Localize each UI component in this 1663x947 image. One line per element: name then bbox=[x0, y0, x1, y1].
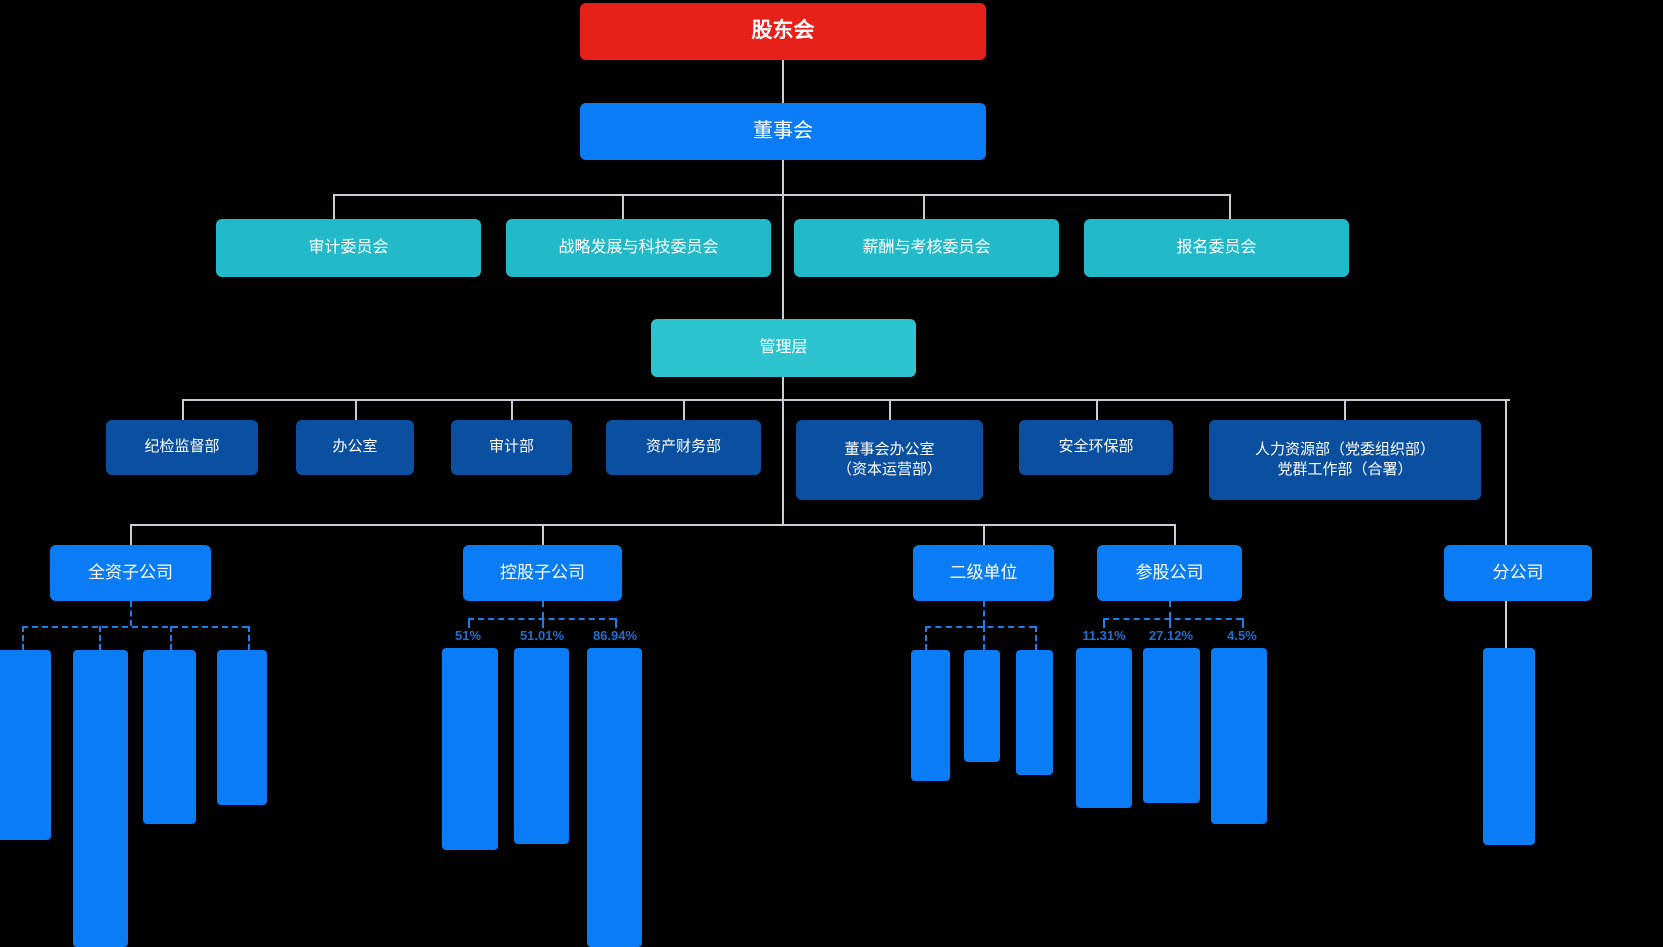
connector-department-4 bbox=[683, 399, 685, 421]
connector-root-to-board bbox=[782, 60, 784, 105]
dashed-connector-participation-down bbox=[1169, 601, 1171, 618]
connector-category-bus bbox=[130, 524, 1175, 526]
dashed-connector-second-level-bus bbox=[925, 626, 1035, 628]
connector-department-7 bbox=[1344, 399, 1346, 421]
dashed-connector-participation-3 bbox=[1242, 618, 1244, 628]
dashed-connector-holding-bus bbox=[468, 618, 615, 620]
connector-department-1 bbox=[182, 399, 184, 421]
dashed-connector-second-level-1 bbox=[925, 626, 927, 650]
node-department-audit[interactable]: 审计部 bbox=[451, 420, 572, 475]
leaf-wholly-owned-3[interactable] bbox=[143, 650, 196, 824]
leaf-participation-2[interactable] bbox=[1143, 648, 1200, 803]
node-category-holding-subsidiary[interactable]: 控股子公司 bbox=[463, 545, 622, 601]
connector-branch-bus bbox=[1283, 399, 1507, 401]
node-committee-strategy-technology[interactable]: 战略发展与科技委员会 bbox=[506, 219, 771, 277]
leaf-participation-1[interactable] bbox=[1076, 648, 1132, 808]
dashed-connector-wholly-owned-1 bbox=[22, 626, 24, 650]
connector-department-2 bbox=[355, 399, 357, 421]
dashed-connector-second-level-3 bbox=[1035, 626, 1037, 650]
leaf-holding-2[interactable] bbox=[514, 648, 569, 844]
dashed-connector-holding-1 bbox=[468, 618, 470, 628]
connector-department-bus bbox=[182, 399, 1510, 401]
dashed-connector-holding-3 bbox=[615, 618, 617, 628]
node-department-office[interactable]: 办公室 bbox=[296, 420, 414, 475]
connector-board-spine bbox=[782, 160, 784, 320]
leaf-wholly-owned-1[interactable] bbox=[0, 650, 51, 840]
connector-category-2 bbox=[542, 524, 544, 546]
node-department-discipline-inspection[interactable]: 纪检监督部 bbox=[106, 420, 258, 475]
connector-branch-down bbox=[1505, 399, 1507, 546]
connector-committee-2 bbox=[622, 194, 624, 220]
node-category-equity-participation-company[interactable]: 参股公司 bbox=[1097, 545, 1242, 601]
ownership-label-participation-1: 11.31% bbox=[1082, 628, 1126, 643]
node-category-second-level-unit[interactable]: 二级单位 bbox=[913, 545, 1054, 601]
leaf-holding-3[interactable] bbox=[587, 648, 642, 947]
connector-committee-4 bbox=[1229, 194, 1231, 220]
node-category-branch-company[interactable]: 分公司 bbox=[1444, 545, 1592, 601]
connector-management-spine bbox=[782, 377, 784, 525]
dashed-connector-wholly-owned-3 bbox=[170, 626, 172, 650]
dashed-connector-wholly-owned-down bbox=[130, 601, 132, 626]
leaf-participation-3[interactable] bbox=[1211, 648, 1267, 824]
node-shareholders-meeting[interactable]: 股东会 bbox=[580, 3, 986, 60]
node-department-safety-environment[interactable]: 安全环保部 bbox=[1019, 420, 1173, 475]
connector-department-3 bbox=[511, 399, 513, 421]
dashed-connector-participation-2 bbox=[1169, 618, 1171, 628]
connector-committee-bus bbox=[333, 194, 1230, 196]
ownership-label-holding-3: 86.94% bbox=[592, 628, 638, 643]
leaf-branch-1[interactable] bbox=[1483, 648, 1535, 845]
connector-department-5 bbox=[889, 399, 891, 421]
dashed-connector-participation-bus bbox=[1103, 618, 1242, 620]
node-management[interactable]: 管理层 bbox=[651, 319, 916, 377]
dashed-connector-second-level-2 bbox=[983, 626, 985, 650]
node-department-human-resources-party[interactable]: 人力资源部（党委组织部） 党群工作部（合署） bbox=[1209, 420, 1481, 500]
leaf-second-level-2[interactable] bbox=[964, 650, 1000, 762]
dashed-connector-participation-1 bbox=[1103, 618, 1105, 628]
ownership-label-holding-2: 51.01% bbox=[519, 628, 565, 643]
node-committee-compensation-assessment[interactable]: 薪酬与考核委员会 bbox=[794, 219, 1059, 277]
dashed-connector-holding-down bbox=[542, 601, 544, 618]
node-committee-audit[interactable]: 审计委员会 bbox=[216, 219, 481, 277]
connector-category-3 bbox=[983, 524, 985, 546]
leaf-holding-1[interactable] bbox=[442, 648, 498, 850]
ownership-label-participation-2: 27.12% bbox=[1148, 628, 1194, 643]
leaf-second-level-3[interactable] bbox=[1016, 650, 1053, 775]
ownership-label-holding-1: 51% bbox=[454, 628, 482, 643]
dashed-connector-wholly-owned-2 bbox=[99, 626, 101, 650]
connector-category-1 bbox=[130, 524, 132, 546]
connector-category-4 bbox=[1174, 524, 1176, 546]
dashed-connector-wholly-owned-4 bbox=[248, 626, 250, 650]
node-category-wholly-owned-subsidiary[interactable]: 全资子公司 bbox=[50, 545, 211, 601]
node-department-asset-finance[interactable]: 资产财务部 bbox=[606, 420, 761, 475]
connector-committee-1 bbox=[333, 194, 335, 220]
node-board-of-directors[interactable]: 董事会 bbox=[580, 103, 986, 160]
connector-department-6 bbox=[1096, 399, 1098, 421]
leaf-second-level-1[interactable] bbox=[911, 650, 950, 781]
node-committee-nomination[interactable]: 报名委员会 bbox=[1084, 219, 1349, 277]
connector-branch-leaf bbox=[1505, 601, 1507, 648]
leaf-wholly-owned-2[interactable] bbox=[73, 650, 128, 947]
dashed-connector-second-level-down bbox=[983, 601, 985, 626]
node-department-board-office-capital-operation[interactable]: 董事会办公室 （资本运营部） bbox=[796, 420, 983, 500]
ownership-label-participation-3: 4.5% bbox=[1227, 628, 1257, 643]
dashed-connector-holding-2 bbox=[542, 618, 544, 628]
connector-committee-3 bbox=[923, 194, 925, 220]
dashed-connector-wholly-owned-bus bbox=[22, 626, 248, 628]
leaf-wholly-owned-4[interactable] bbox=[217, 650, 267, 805]
